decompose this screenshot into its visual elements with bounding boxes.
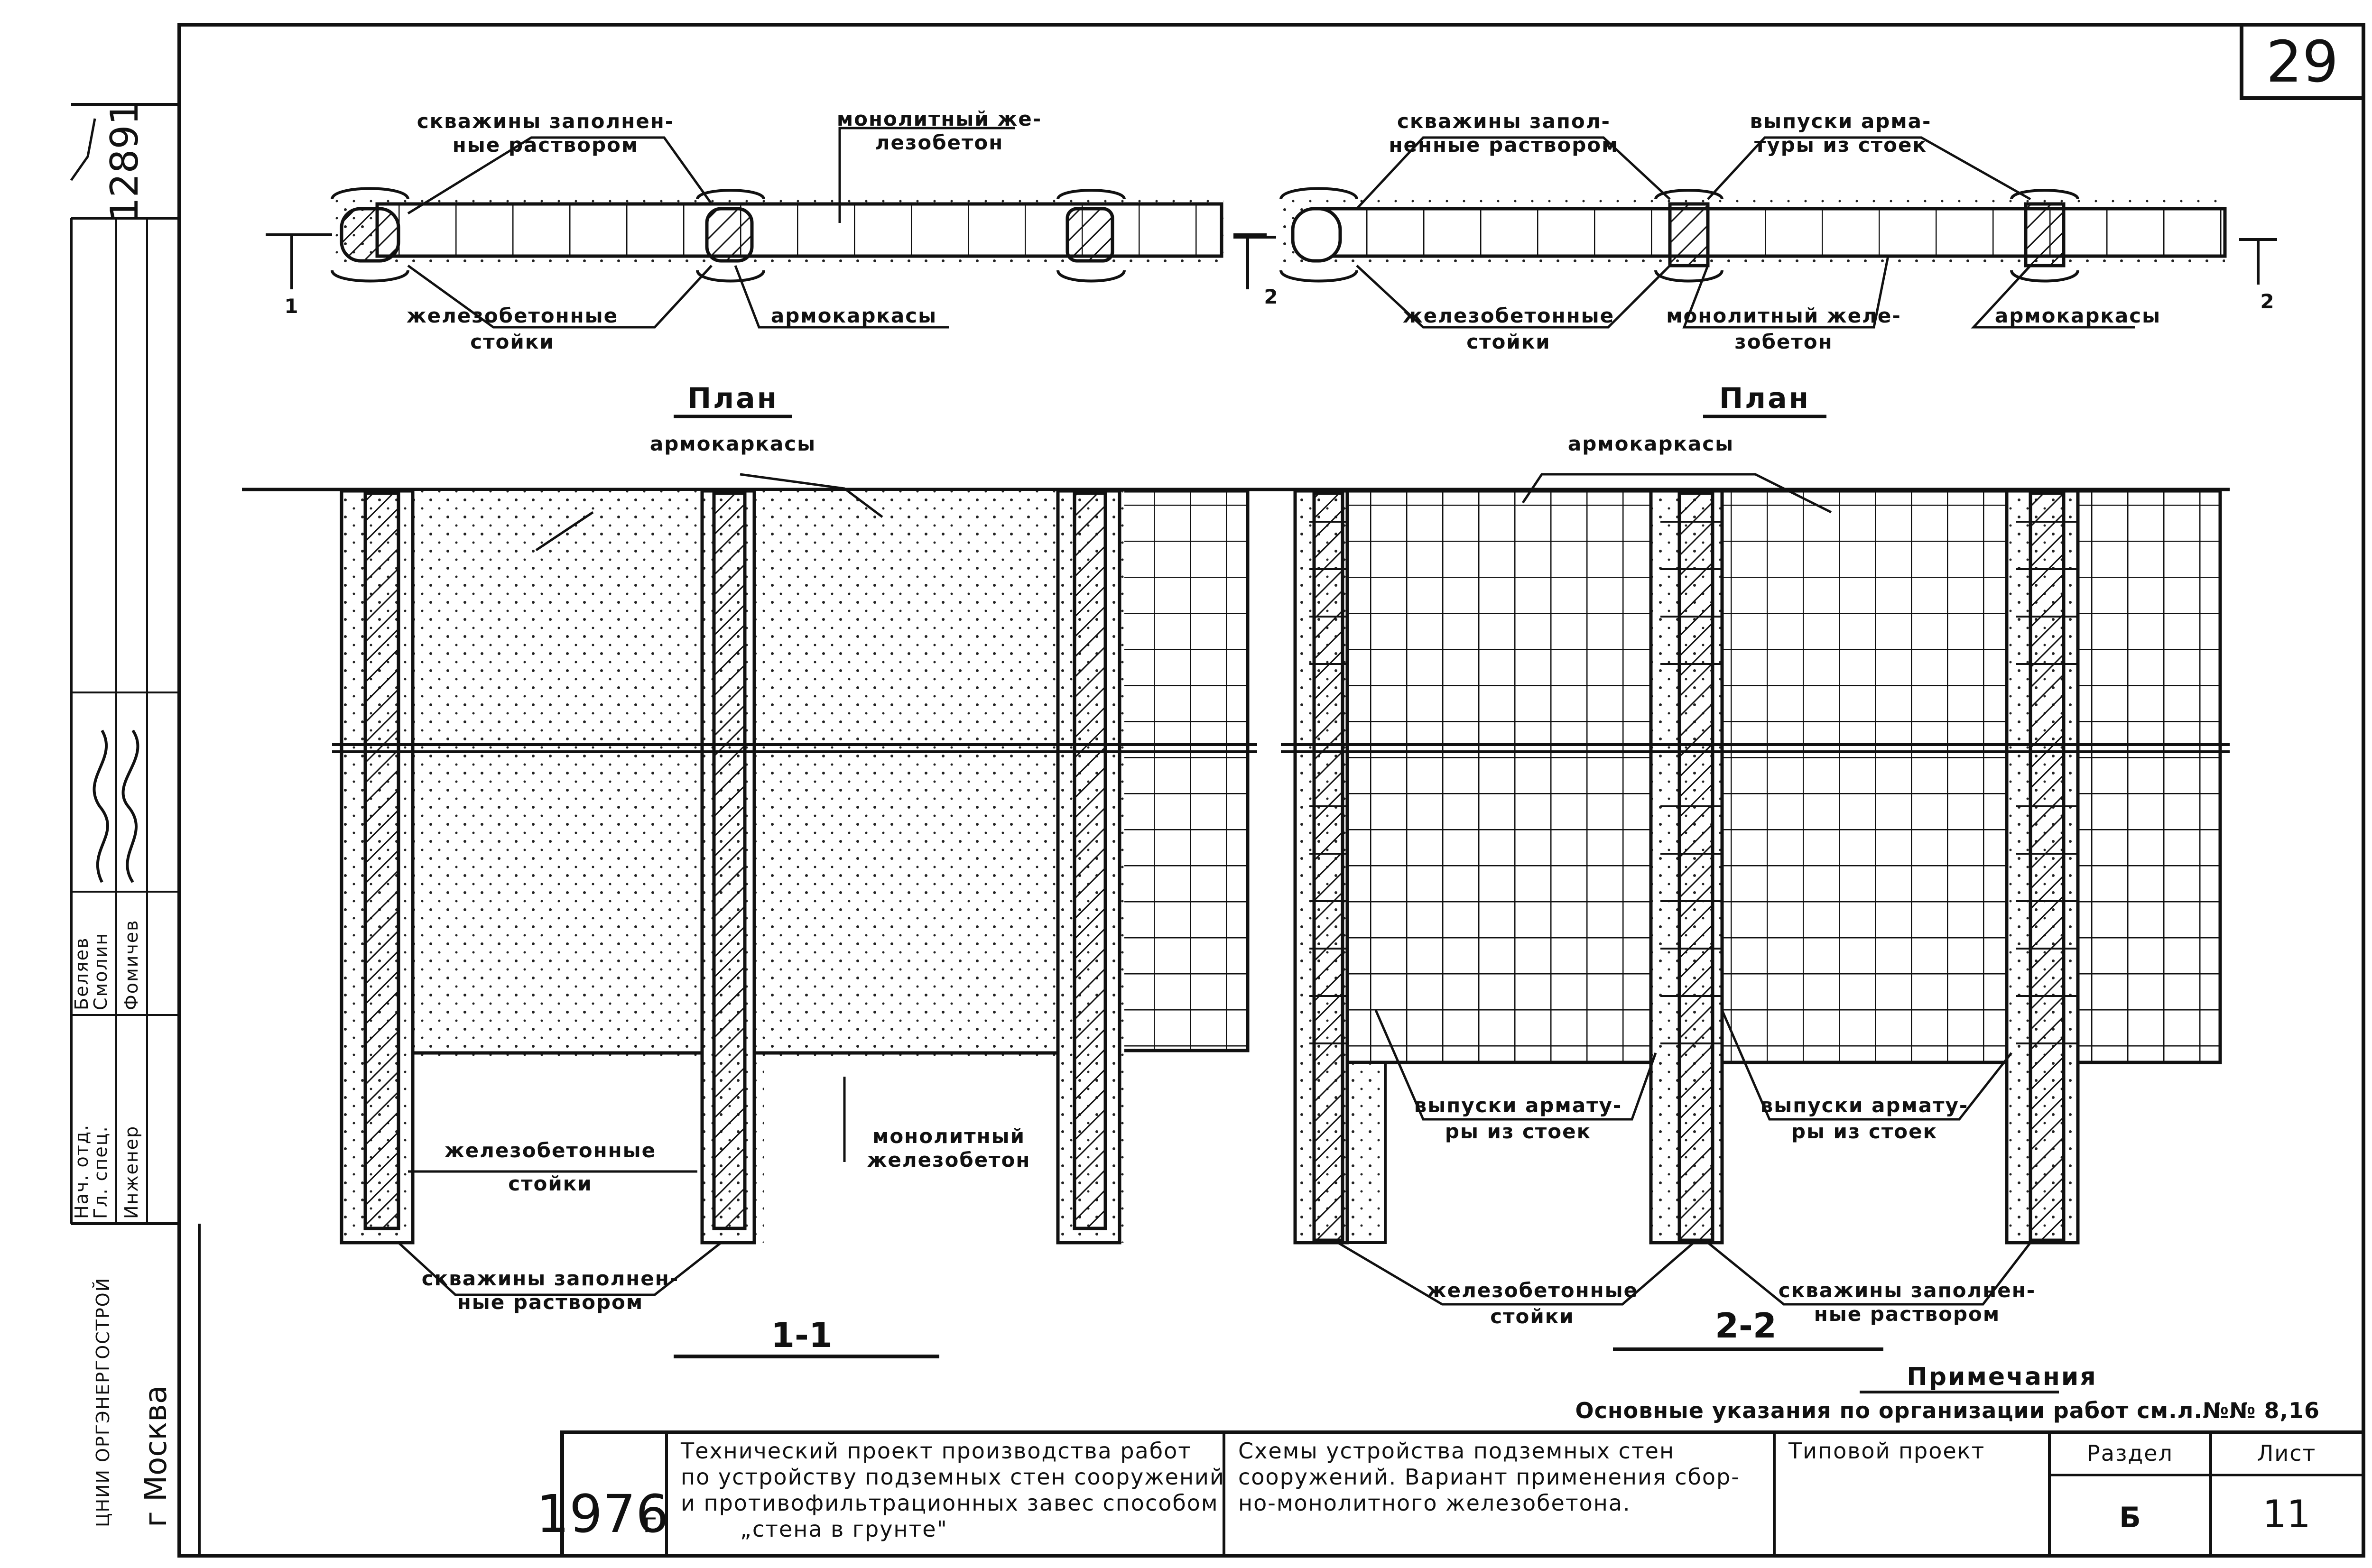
tb-project-2: по устройству подземных стен сооружений: [681, 1464, 1225, 1490]
rt-cages: армокаркасы: [1995, 304, 2161, 327]
plan-right: 2 2 скважины запол- ненные раствором вып…: [1233, 110, 2277, 418]
lt-posts-1: железобетонные: [407, 304, 618, 327]
re-rebar-b-1: выпуски армату-: [1760, 1094, 1969, 1117]
lt-plan-title: План: [687, 382, 778, 415]
lt-wells-1: скважины заполнен-: [417, 110, 675, 133]
re-rebar-a-2: ры из стоек: [1445, 1120, 1591, 1143]
lt-cages: армокаркасы: [771, 304, 937, 327]
tb-project-3: и противофильтрационных завес способом: [681, 1490, 1219, 1516]
rt-plan-title: План: [1719, 382, 1810, 415]
rt-posts-2: стойки: [1466, 330, 1550, 353]
le-caption: 1-1: [771, 1315, 833, 1355]
le-monolith-1: монолитный: [872, 1125, 1025, 1148]
page-number: 29: [2266, 29, 2339, 95]
section-mark-left: 1: [284, 295, 299, 318]
side-role-2: Гл. спец.: [90, 1125, 111, 1219]
re-cages: армокаркасы: [1568, 432, 1734, 455]
signature-2: [93, 729, 109, 883]
tb-section-value: Б: [2119, 1501, 2141, 1534]
lt-monolith-2: лезобетон: [875, 131, 1004, 154]
lt-monolith-1: монолитный же-: [837, 107, 1042, 130]
le-posts-1: железобетонные: [445, 1139, 656, 1162]
lt-posts-2: стойки: [470, 330, 554, 353]
side-role-1: Инженер: [121, 1125, 142, 1219]
signature-1: [121, 729, 139, 883]
le-monolith-2: железобетон: [867, 1148, 1031, 1171]
page-number-box: 29: [2240, 23, 2365, 100]
side-name-2: Смолин: [90, 932, 111, 1010]
rt-posts-1: железобетонные: [1403, 304, 1614, 327]
re-posts-1: железобетонные: [1427, 1279, 1638, 1302]
side-name-3: Беляев: [71, 937, 92, 1010]
tb-sheet-title-2: сооружений. Вариант применения сбор-: [1238, 1464, 1740, 1490]
left-margin: 12891 Инженер Гл. спец. Нач. отд. Фомиче…: [70, 101, 201, 1556]
elevation-2-2: армокаркасы выпуски армату- ры из стоек …: [1252, 432, 2230, 1351]
section-mark-right-a: 2: [1264, 285, 1279, 308]
side-name-1: Фомичев: [121, 919, 142, 1010]
le-wells-2: ные раствором: [457, 1291, 643, 1314]
rt-monolith-2: зобетон: [1734, 330, 1833, 353]
re-rebar-b-2: ры из стоек: [1791, 1120, 1937, 1143]
re-wells-1: скважины заполнен-: [1779, 1279, 2036, 1302]
notes-title: Примечания: [1907, 1363, 2097, 1391]
org-name: ЦНИИ ОРГЭНЕРГОСТРОЙ: [93, 1277, 113, 1527]
tb-sheet-value: 11: [2262, 1492, 2311, 1536]
elevation-1-1: армокаркасы железобетонные стойки моноли…: [242, 432, 1257, 1358]
tb-sheet-title-1: Схемы устройства подземных стен: [1238, 1438, 1675, 1464]
side-role-3: Нач. отд.: [71, 1124, 92, 1219]
plan-left: 1 скважины заполнен- ные раствором монол…: [266, 107, 1267, 418]
notes-text: Основные указания по организации работ с…: [1575, 1398, 2320, 1423]
tb-project-4: „стена в грунте": [740, 1516, 948, 1542]
le-cages: армокаркасы: [650, 432, 816, 455]
le-wells-1: скважины заполнен-: [422, 1267, 679, 1290]
rt-monolith-1: монолитный желе-: [1666, 304, 1901, 327]
tb-sheet-title-3: но-монолитного железобетона.: [1238, 1490, 1631, 1516]
lt-wells-2: ные раствором: [453, 133, 639, 157]
tb-year-suffix: г: [643, 1508, 657, 1539]
re-wells-2: ные раствором: [1814, 1302, 2000, 1326]
rt-wells-2: ненные раствором: [1389, 133, 1619, 157]
tb-project-1: Технический проект производства работ: [680, 1438, 1192, 1464]
re-posts-2: стойки: [1490, 1305, 1574, 1328]
tb-type: Типовой проект: [1788, 1438, 1985, 1464]
city-stamp: г Москва: [139, 1385, 174, 1527]
tb-section-label: Раздел: [2087, 1440, 2173, 1466]
rt-rebar-2: туры из стоек: [1754, 133, 1927, 157]
tb-year: 1976: [536, 1484, 669, 1544]
section-mark-right-b: 2: [2260, 290, 2275, 313]
re-rebar-a-1: выпуски армату-: [1414, 1094, 1622, 1117]
inventory-number: 12891: [102, 101, 147, 222]
le-posts-2: стойки: [508, 1172, 592, 1195]
rt-rebar-1: выпуски арма-: [1750, 110, 1932, 133]
title-block: 1976 г Технический проект производства р…: [536, 1430, 2365, 1558]
tb-sheet-label: Лист: [2257, 1440, 2316, 1466]
notes: Примечания Основные указания по организа…: [1575, 1363, 2320, 1423]
rt-wells-1: скважины запол-: [1397, 110, 1611, 133]
re-caption: 2-2: [1715, 1306, 1777, 1346]
